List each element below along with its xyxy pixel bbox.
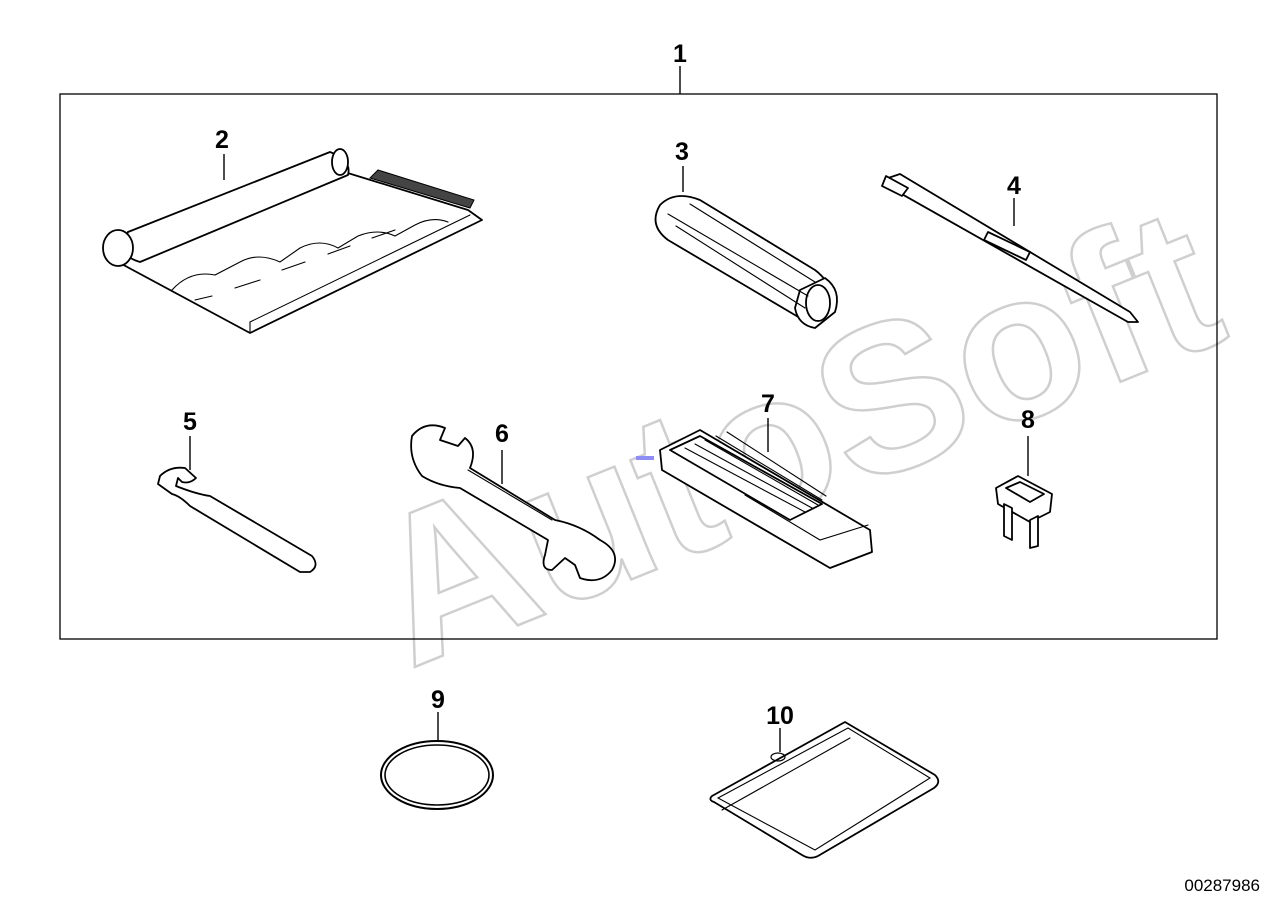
callout-5: 5 (183, 408, 197, 436)
fuse (995, 475, 1053, 549)
tool-roll (102, 148, 483, 334)
callout-2: 2 (215, 126, 229, 154)
callout-4: 4 (1007, 172, 1021, 200)
watermark: AutoSoft (338, 159, 1250, 711)
callout-9: 9 (431, 686, 445, 714)
callout-8: 8 (1021, 406, 1035, 434)
callout-6: 6 (495, 420, 509, 448)
document-number: 00287986 (1184, 876, 1260, 895)
screwdriver-handle (654, 195, 838, 329)
open-end-spanner (410, 424, 616, 582)
hook-wrench (157, 466, 317, 573)
rubber-ring (380, 740, 494, 810)
callout-7: 7 (761, 390, 775, 418)
svg-text:AutoSoft: AutoSoft (339, 161, 1249, 711)
screwdriver-insert (881, 173, 1139, 323)
fuse-puller (636, 429, 873, 569)
callout-1: 1 (673, 40, 687, 68)
kit-frame (59, 93, 1218, 640)
document-pouch (709, 721, 940, 859)
callout-3: 3 (675, 138, 689, 166)
callout-10: 10 (766, 702, 794, 730)
